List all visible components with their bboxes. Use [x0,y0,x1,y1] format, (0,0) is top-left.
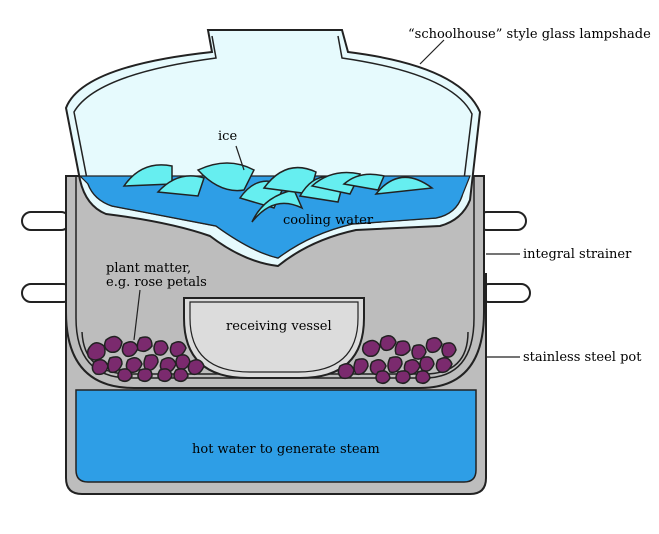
receiving-vessel-label: receiving vessel [226,319,332,334]
receiving-vessel-rim [189,301,359,373]
lampshade-label: “schoolhouse” style glass lampshade [408,27,651,42]
hot-water [75,389,477,483]
lower-left-handle [21,283,73,303]
hot-water-label: hot water to generate steam [192,442,380,457]
ice-pieces [122,162,434,223]
plant-matter-leader [133,289,141,341]
ice-leader [235,145,245,171]
lower-right-handle [479,283,531,303]
leader-lines [133,39,520,358]
lampshade-leader [419,39,445,65]
plant-matter-right [337,335,457,385]
upper-right-handle [477,211,527,231]
cooling-water [78,175,471,259]
integral-strainer-label: integral strainer [523,247,632,262]
ice-label: ice [218,129,237,144]
plant-matter-label-line1: plant matter, [106,261,191,276]
stainless-steel-pot-label: stainless steel pot [523,350,642,365]
plant-matter-label-line2: e.g. rose petals [106,275,207,290]
plant-matter-left [86,335,205,383]
cooling-water-label: cooling water [283,213,374,228]
upper-left-handle [21,211,71,231]
